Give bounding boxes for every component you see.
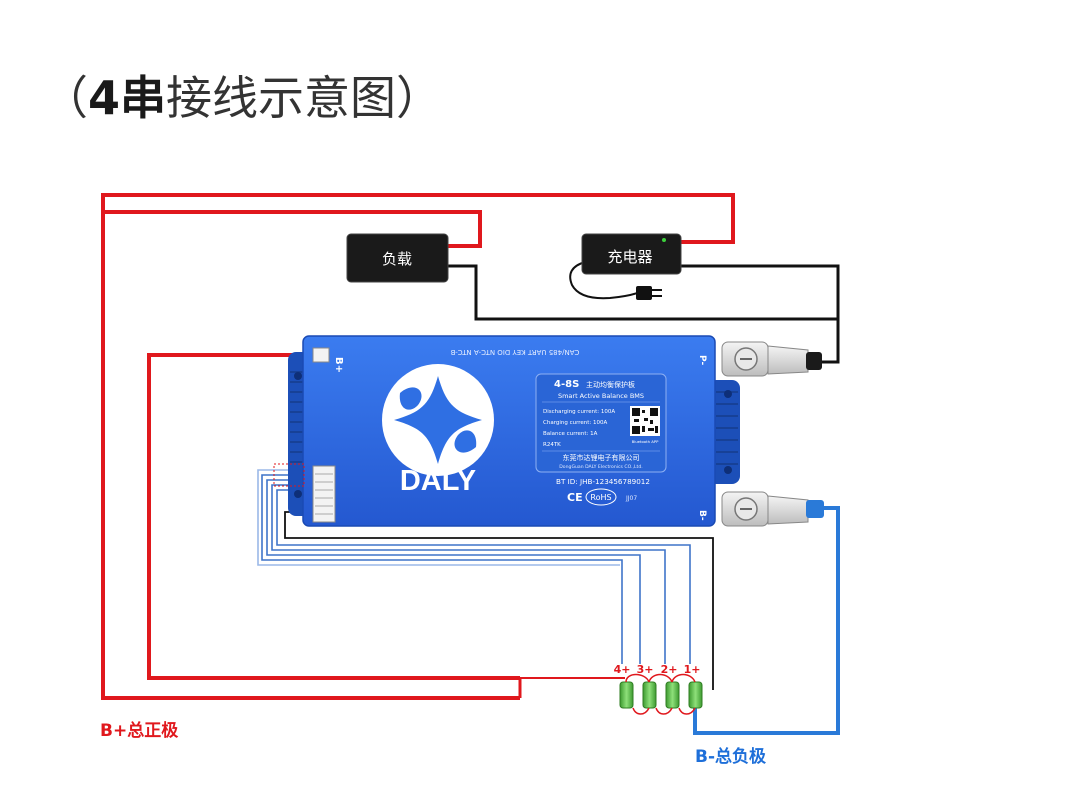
load-negative-wire — [448, 264, 840, 364]
load-box: 负载 — [346, 233, 449, 283]
title-text: 接线示意图 — [166, 71, 397, 125]
bms-company-cn: 东莞市达锂电子有限公司 — [563, 453, 640, 462]
cert-rohs: RoHS — [590, 493, 611, 502]
bms-spec-3: Balance current: 1A — [543, 431, 598, 437]
bms-bt-id: BT ID: JHB-123456789012 — [556, 477, 650, 486]
red-wires — [101, 193, 735, 700]
black-wires — [448, 261, 840, 364]
cell-label-1plus: 1+ — [684, 663, 701, 676]
battery-cells — [619, 673, 703, 715]
cell-4 — [619, 681, 634, 709]
cert-ce-mark: CE — [567, 491, 583, 504]
bplus-total-label: B+总正极 — [100, 721, 179, 741]
bplus-connector — [312, 347, 330, 363]
title-open-paren: （ — [42, 71, 88, 125]
bminus-total-wire — [693, 506, 840, 735]
bms-pminus-label: P- — [697, 355, 707, 365]
rohs-badge-icon — [585, 488, 617, 506]
balance-connector — [312, 465, 336, 523]
cell-label-3plus: 3+ — [637, 663, 654, 676]
bms-spec-1: Discharging current: 100A — [543, 409, 615, 415]
bms-spec-4: R24TK — [543, 442, 561, 448]
load-positive-wire — [103, 210, 482, 248]
charger-plug-icon — [636, 286, 662, 300]
bms-subtitle: Smart Active Balance BMS — [558, 392, 644, 400]
charger-box: 充电器 — [581, 233, 682, 275]
bms-board: CAN/485 UART KEY DIO NTC-A NTC-B B+ P- B… — [273, 335, 740, 527]
title-close-paren: ） — [396, 71, 443, 125]
bms-bplus-label: B+ — [333, 357, 344, 373]
bms-bminus-label: B- — [697, 510, 707, 521]
qr-code-icon — [630, 406, 660, 436]
bms-brand: DALY — [400, 465, 476, 497]
qr-caption: Bluetooth APP — [632, 439, 660, 444]
cell-1 — [688, 681, 703, 709]
page-title: （4串接线示意图） — [42, 62, 442, 128]
charger-box-label: 充电器 — [607, 248, 652, 266]
cell-2 — [665, 681, 680, 709]
charger-ac-cable — [569, 261, 641, 300]
pminus-terminal — [721, 341, 822, 377]
cert-code: JJ07 — [625, 495, 637, 502]
bms-port-strip: CAN/485 UART KEY DIO NTC-A NTC-B — [450, 348, 579, 356]
bminus-terminal — [721, 491, 824, 527]
title-series-count: 4串 — [88, 71, 167, 125]
bms-spec-2: Charging current: 100A — [543, 420, 608, 426]
daly-logo: DALY — [382, 364, 494, 497]
charger-negative-wire — [681, 264, 840, 319]
bms-model: 4-8S — [554, 379, 579, 390]
charger-positive-wire — [101, 193, 735, 700]
bms-model-cn: 主动均衡保护板 — [586, 380, 635, 389]
cell-label-4plus: 4+ — [614, 663, 631, 676]
bms-bplus-wire — [147, 353, 520, 680]
cell-label-2plus: 2+ — [661, 663, 678, 676]
charger-led-icon — [662, 238, 666, 242]
bms-info-panel — [535, 373, 667, 473]
bms-company-en: DongGuan DALY Electronics CO.,Ltd. — [559, 464, 642, 470]
bminus-total-label: B-总负极 — [695, 747, 767, 767]
sense-connector-outline — [273, 463, 305, 487]
load-box-label: 负载 — [382, 250, 412, 268]
cell-3 — [642, 681, 657, 709]
